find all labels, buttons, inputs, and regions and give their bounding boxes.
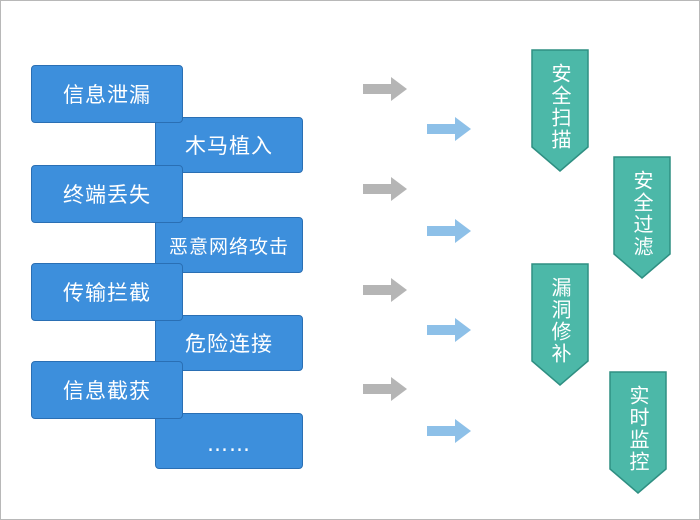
defense-security-scan: 安全扫描 — [531, 49, 589, 172]
defense-label: 安全扫描 — [548, 63, 572, 151]
threat-box-info-capture: 信息截获 — [31, 361, 183, 419]
threat-box-info-leak: 信息泄漏 — [31, 65, 183, 123]
defense-realtime-monitor: 实时监控 — [609, 371, 667, 494]
defense-label: 漏洞修补 — [548, 277, 572, 365]
blue-arrow-1 — [427, 117, 471, 141]
gray-arrow-2 — [363, 177, 407, 201]
gray-arrow-4 — [363, 377, 407, 401]
threat-box-dangerous-connection: 危险连接 — [155, 315, 303, 371]
gray-arrow-1 — [363, 77, 407, 101]
threat-box-transmission-intercept: 传输拦截 — [31, 263, 183, 321]
blue-arrow-2 — [427, 219, 471, 243]
blue-arrow-4 — [427, 419, 471, 443]
blue-arrow-3 — [427, 318, 471, 342]
defense-label: 实时监控 — [626, 385, 650, 473]
defense-vulnerability-patch: 漏洞修补 — [531, 263, 589, 386]
threat-box-more: …… — [155, 413, 303, 469]
threat-box-malicious-attack: 恶意网络攻击 — [155, 217, 303, 273]
defense-security-filter: 安全过滤 — [613, 156, 671, 279]
threat-box-terminal-loss: 终端丢失 — [31, 165, 183, 223]
defense-label: 安全过滤 — [630, 170, 654, 258]
threat-box-trojan: 木马植入 — [155, 117, 303, 173]
gray-arrow-3 — [363, 278, 407, 302]
